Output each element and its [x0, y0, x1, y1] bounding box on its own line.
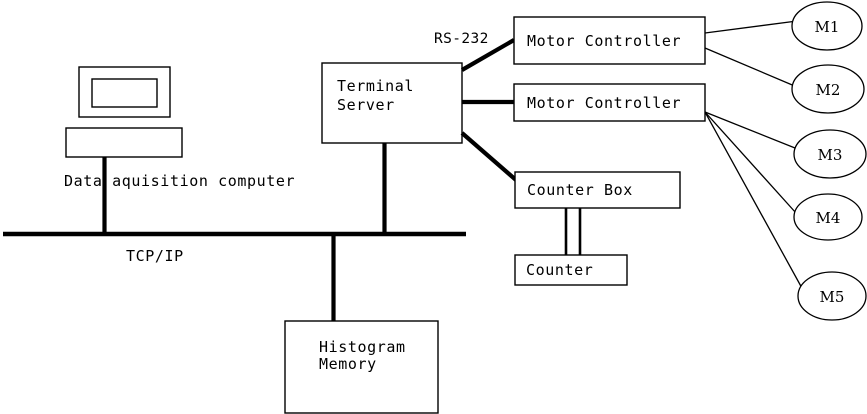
motor-controller-2-box[interactable]: [513, 83, 706, 122]
motor-m1[interactable]: M1: [791, 1, 863, 51]
motor-controller-1-label: Motor Controller: [527, 32, 681, 50]
motor-m1-ellipse: [791, 1, 863, 51]
link-motor-controller-2-to-m3: [704, 111, 801, 151]
counter-box[interactable]: [514, 254, 628, 286]
monitor-screen: [91, 78, 158, 108]
motor-m5[interactable]: M5: [797, 271, 867, 321]
motor-m5-label: M5: [820, 288, 845, 306]
motor-m3-label: M3: [818, 146, 843, 164]
motor-m4-label: M4: [816, 209, 841, 227]
link-motor-controller-2-to-m4: [704, 111, 797, 214]
motor-controller-1-box[interactable]: [513, 16, 706, 65]
terminal-server-label-line1: Terminal: [337, 77, 414, 95]
terminal-server-label-line2: Server: [337, 96, 395, 114]
motor-m2-label: M2: [816, 81, 841, 99]
counter-box-box[interactable]: [514, 171, 681, 209]
link-terminal-server-to-counter-box: [460, 131, 518, 182]
terminal-server-box[interactable]: [321, 62, 463, 144]
motor-m2[interactable]: M2: [791, 64, 865, 114]
histogram-memory-label-line2: Memory: [319, 355, 377, 373]
computer-base-unit: [65, 127, 183, 158]
counter-label: Counter: [526, 261, 593, 279]
motor-m5-ellipse: [797, 271, 867, 321]
link-motor-controller-2-to-m5: [704, 111, 804, 291]
link-motor-controller-1-to-m1: [704, 20, 798, 34]
link-motor-controller-1-to-m2: [704, 47, 798, 88]
tcpip-label: TCP/IP: [126, 247, 184, 265]
motor-m3-ellipse: [793, 129, 867, 179]
rs232-label: RS-232: [434, 31, 489, 47]
histogram-memory-label-line1: Histogram: [319, 338, 406, 356]
workstation-node[interactable]: [65, 66, 183, 158]
motor-m4[interactable]: M4: [793, 193, 863, 241]
motor-m1-label: M1: [815, 18, 840, 36]
motor-m2-ellipse: [791, 64, 865, 114]
histogram-memory-box[interactable]: [284, 320, 439, 414]
link-terminal-server-to-motor-controller-1: [460, 38, 516, 72]
counter-box-label: Counter Box: [527, 181, 633, 199]
workstation-label: Data aquisition computer: [64, 172, 295, 190]
motor-controller-2-label: Motor Controller: [527, 94, 681, 112]
motor-m4-ellipse: [793, 193, 863, 241]
motor-m3[interactable]: M3: [793, 129, 867, 179]
